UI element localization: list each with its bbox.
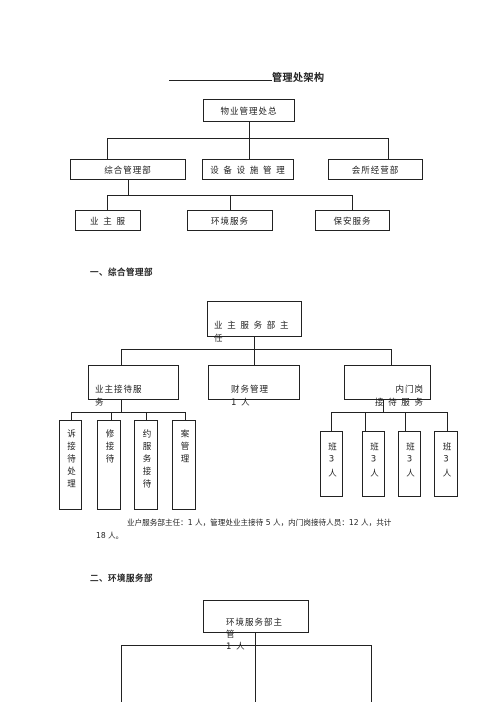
connector [388, 138, 389, 159]
connector [352, 195, 353, 210]
page-title: 管理处架构 [272, 73, 325, 84]
section2-root-label: 环境服务部主管 1 人 [226, 618, 284, 652]
connector [185, 412, 186, 420]
connector [146, 412, 147, 420]
section-heading: 二、环境服务部 [90, 574, 154, 584]
section1-root-box: 业 主 服 务 部 主 任 [207, 301, 302, 344]
connector [121, 400, 122, 412]
connector [107, 195, 108, 210]
connector [255, 633, 256, 645]
section1-summary: 业户服务部主任：1 人，管理处业主接待 5 人，内门岗接待人员：12 人，共计 … [96, 518, 392, 540]
gate-box: 内门岗 接 待 服 务 [344, 365, 431, 408]
connector [405, 412, 406, 431]
section2-root-box: 环境服务部主管 1 人 [203, 600, 309, 652]
service-box-security: 保安服务 [315, 210, 390, 231]
connector [249, 122, 250, 138]
dept-box-facilities: 设 备 设 施 管 理 [202, 159, 294, 180]
shift-box-3: 班3人 [398, 431, 421, 497]
shift-label: 班3人 [368, 442, 379, 481]
dept-label: 综合管理部 [104, 165, 152, 176]
connector [255, 645, 256, 702]
dept-label: 设 备 设 施 管 理 [210, 165, 286, 176]
leaf-complaint: 诉接待处理 [59, 420, 82, 510]
reception-box: 业主接待服 务 [88, 365, 179, 408]
leaf-repair: 修接待 [97, 420, 121, 510]
title-underline [169, 80, 272, 81]
leaf-label: 修接待 [104, 429, 114, 467]
service-label: 环境服务 [210, 216, 249, 227]
shift-box-2: 班3人 [362, 431, 385, 497]
connector [391, 349, 392, 365]
shift-box-1: 班3人 [320, 431, 343, 497]
reception-label: 业主接待服 务 [95, 385, 143, 408]
connector [254, 337, 255, 349]
service-box-environment: 环境服务 [187, 210, 273, 231]
connector [254, 349, 255, 365]
connector [107, 195, 352, 196]
connector [71, 412, 185, 413]
connector [331, 412, 447, 413]
connector [107, 138, 388, 139]
connector [230, 195, 231, 210]
connector [111, 412, 112, 420]
connector [371, 645, 372, 702]
shift-label: 班3人 [441, 442, 451, 481]
shift-label: 班3人 [326, 442, 337, 481]
connector [383, 400, 384, 412]
connector [121, 645, 122, 702]
shift-box-4: 班3人 [434, 431, 458, 497]
connector [249, 138, 250, 159]
dept-box-club: 会所经营部 [328, 159, 423, 180]
connector [128, 180, 129, 195]
leaf-label: 案管理 [179, 429, 189, 467]
dept-label: 会所经营部 [351, 165, 400, 176]
section1-root-label: 业 主 服 务 部 主 任 [214, 321, 290, 344]
org-root-box: 物业管理处总 [203, 99, 295, 122]
gate-label: 内门岗 接 待 服 务 [374, 385, 424, 408]
connector [447, 412, 448, 431]
leaf-label: 诉接待处理 [65, 429, 76, 492]
service-label: 保安服务 [333, 216, 372, 227]
connector [121, 349, 391, 350]
section-heading: 一、综合管理部 [90, 268, 154, 278]
connector [121, 349, 122, 365]
leaf-label: 约服务接待 [141, 429, 151, 492]
connector [121, 645, 371, 646]
leaf-appointment: 约服务接待 [134, 420, 158, 510]
service-box-owner: 业 主 服 [75, 210, 141, 231]
leaf-records: 案管理 [172, 420, 196, 510]
org-root-label: 物业管理处总 [220, 106, 278, 117]
dept-box-general: 综合管理部 [70, 159, 186, 180]
finance-label: 财务管理 1 人 [231, 385, 270, 408]
finance-box: 财务管理 1 人 [208, 365, 300, 408]
connector [71, 412, 72, 420]
service-label: 业 主 服 [90, 216, 126, 227]
connector [331, 412, 332, 431]
connector [107, 138, 108, 159]
shift-label: 班3人 [404, 442, 415, 481]
connector [365, 412, 366, 431]
